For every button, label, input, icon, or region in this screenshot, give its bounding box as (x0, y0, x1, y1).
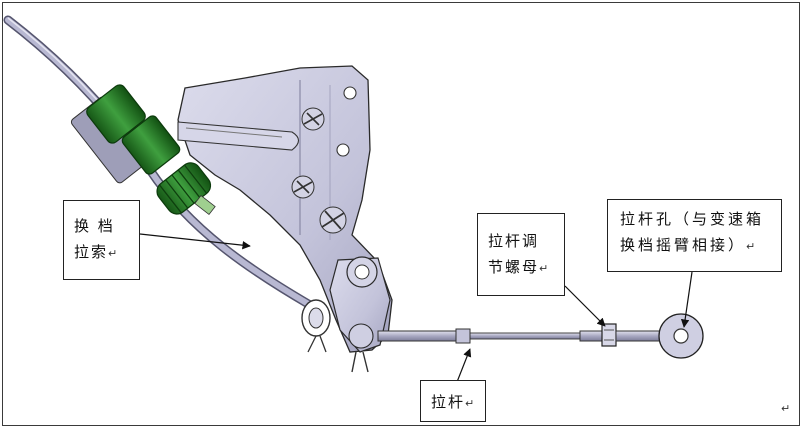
pull-rod (377, 313, 704, 359)
label-shift-cable: 换 档 拉索↵ (63, 200, 140, 280)
paragraph-mark-icon: ↵ (465, 397, 475, 410)
screw-icon (319, 206, 347, 234)
label-pull-rod-line1: 拉杆 (431, 393, 466, 411)
paragraph-mark-icon: ↵ (746, 240, 756, 253)
label-adjust-nut-line2: 节螺母 (488, 258, 540, 276)
shift-lever (301, 256, 391, 373)
label-shift-cable-line2: 拉索 (74, 243, 109, 261)
label-rod-hole-line2: 换档摇臂相接） (620, 236, 747, 254)
screw-icon (301, 107, 325, 131)
label-rod-hole: 拉杆孔（与变速箱 换档摇臂相接）↵ (607, 199, 782, 272)
label-shift-cable-line1: 换 档 (74, 217, 115, 235)
paragraph-mark-icon: ↵ (539, 262, 549, 275)
bracket-hole (336, 143, 350, 157)
label-pull-rod: 拉杆↵ (420, 380, 486, 422)
green-cable-grommet (70, 84, 216, 216)
label-adjust-nut-line1: 拉杆调 (488, 232, 540, 250)
figure-border (2, 2, 800, 426)
paragraph-mark-icon: ↵ (108, 247, 118, 260)
bracket-hole (343, 86, 357, 100)
screw-icon (291, 175, 315, 199)
label-rod-hole-line1: 拉杆孔（与变速箱 (620, 210, 765, 228)
leader-arrows (139, 233, 693, 383)
adjust-nut-shape (601, 323, 617, 347)
paragraph-mark-icon: ↵ (781, 402, 791, 415)
label-adjust-nut: 拉杆调 节螺母↵ (477, 213, 565, 296)
